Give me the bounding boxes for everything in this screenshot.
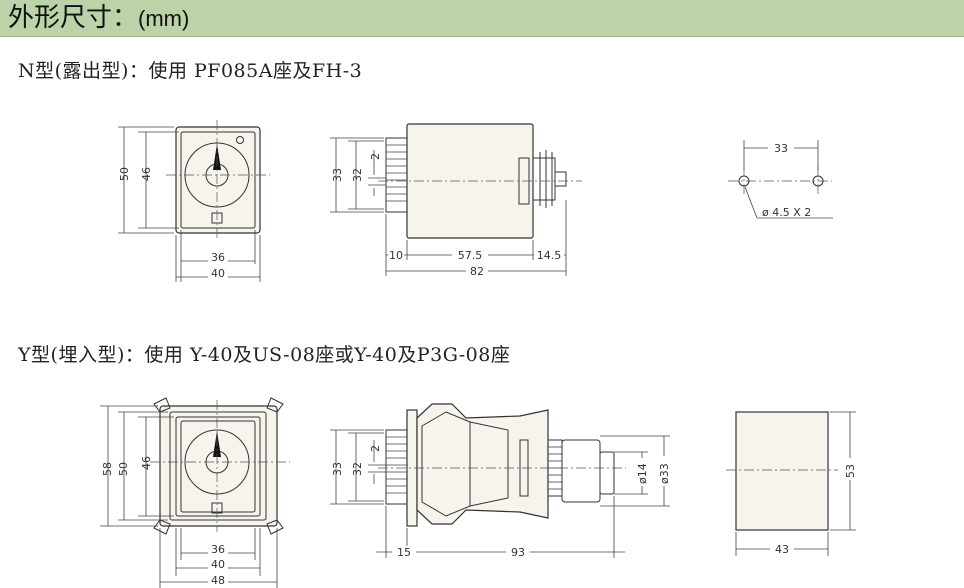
y-side-h-outer: 33 xyxy=(331,462,344,476)
n-side-knob-len: 10 xyxy=(389,249,403,262)
mount-spacing: 33 xyxy=(774,142,788,155)
n-indicator-lamp xyxy=(236,136,244,144)
y-side-view: 33 32 2 ø14 ø33 15 93 xyxy=(330,403,671,559)
n-front-face xyxy=(180,131,256,229)
n-side-total-len: 82 xyxy=(470,265,484,278)
page-title: 外形尺寸：(mm) xyxy=(8,0,189,37)
n-front-outer-w: 40 xyxy=(211,267,225,280)
n-key xyxy=(554,171,567,187)
y-side-knob-len: 15 xyxy=(397,546,411,559)
mount-hole-right xyxy=(812,175,824,187)
section-y-title: Y型(埋入型)：使用 Y-40及US-08座或Y-40及P3G-08座 xyxy=(18,344,511,366)
header-bar: 外形尺寸：(mm) xyxy=(0,0,964,37)
y-clip-br xyxy=(266,519,284,535)
title-text: 外形尺寸： xyxy=(8,3,139,33)
y-clip-tl xyxy=(153,397,171,413)
n-side-offset: 2 xyxy=(369,153,382,160)
mount-hole-left xyxy=(738,175,750,187)
title-unit: (mm) xyxy=(138,6,190,31)
y-front-view: 58 50 46 36 40 48 xyxy=(100,397,290,588)
y-clip-tr xyxy=(266,397,284,413)
n-front-outer-h: 50 xyxy=(118,167,131,181)
y-side-h-inner: 32 xyxy=(351,462,364,476)
y-side-d-large: ø33 xyxy=(658,463,671,484)
y-side-offset: 2 xyxy=(369,445,382,452)
y-front-outer-w: 48 xyxy=(211,574,225,587)
y-front-inner-h: 46 xyxy=(140,456,153,470)
n-front-inner-h: 46 xyxy=(140,167,153,181)
y-knob-knurl xyxy=(386,436,407,494)
y-front-inner-w: 36 xyxy=(211,543,225,556)
y-side-socket xyxy=(561,439,601,503)
n-knob-knurl xyxy=(386,144,407,202)
n-front-inner-w: 36 xyxy=(211,251,225,264)
y-socket-knurl xyxy=(548,446,562,490)
n-side-view: 33 32 2 10 57.5 14.5 82 xyxy=(330,123,582,278)
n-side-body-len: 57.5 xyxy=(458,249,483,262)
y-side-socket-end xyxy=(599,451,615,495)
cutout-height: 53 xyxy=(844,464,857,478)
y-side-total-len: 93 xyxy=(511,546,525,559)
y-front-face xyxy=(180,420,256,513)
section-n-title: N型(露出型)：使用 PF085A座及FH-3 xyxy=(18,60,363,82)
mount-hole-spec: ø 4.5 X 2 xyxy=(762,206,811,219)
y-front-outer-h: 58 xyxy=(101,462,114,476)
n-side-pin-len: 14.5 xyxy=(537,249,562,262)
n-mount-holes: 33 ø 4.5 X 2 xyxy=(728,140,833,219)
y-panel-cutout: 53 43 xyxy=(726,411,857,556)
y-side-d-small: ø14 xyxy=(636,463,649,484)
n-pins xyxy=(539,150,553,208)
cutout-rect xyxy=(735,411,829,531)
n-side-knob xyxy=(385,137,408,213)
y-front-mid-h: 50 xyxy=(117,462,130,476)
n-front-case xyxy=(175,126,261,234)
y-side-frame xyxy=(416,403,549,525)
n-front-view: 50 46 36 40 xyxy=(118,120,270,282)
y-front-mid-w: 40 xyxy=(211,558,225,571)
cutout-width: 43 xyxy=(775,543,789,556)
n-side-h-outer: 33 xyxy=(331,168,344,182)
y-front-bezel xyxy=(159,405,278,527)
y-clip-bl xyxy=(153,519,171,535)
n-side-h-inner: 32 xyxy=(351,168,364,182)
